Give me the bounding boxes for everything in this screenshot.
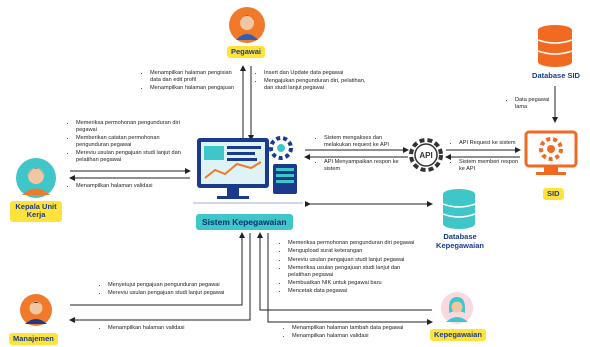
- arrow-manajemen-to-sistem: [70, 232, 245, 306]
- flow-item: API Menyampaikan respon ke sistem: [324, 159, 406, 173]
- flow-note-api-to-sid: API Request ke sistem: [451, 140, 521, 148]
- flow-item: Sistem mengakses dan melakukan request k…: [324, 135, 406, 149]
- flow-note-manajemen-to-sistem: Menyetujui pengajuan pengunduran pegawai…: [100, 282, 236, 299]
- flow-item: Memberikan catatan permohonan pengundura…: [76, 135, 192, 149]
- flow-note-kepala-to-sistem: Memeriksa permohonan pengunduran diri pe…: [68, 120, 192, 165]
- database-kepegawaian-label: Database Kepegawaian: [436, 232, 484, 250]
- flow-item: Insert dan Update data pegawai: [264, 70, 372, 77]
- flow-item: Mereviu usulan pengajuan studi lanjut da…: [76, 150, 192, 164]
- sistem-kepegawaian-label: Sistem Kepegawaian: [196, 214, 293, 230]
- sid-label: SID: [543, 188, 564, 201]
- flow-item: Memeriksa permohonan pengunduran diri pe…: [288, 240, 420, 247]
- pegawai-label: Pegawai: [227, 46, 266, 59]
- flow-item: Mengajukan pengunduran diri, pelatihan, …: [264, 78, 372, 92]
- arrow-sistem-to-manajemen: [69, 233, 251, 323]
- flow-note-api-to-sistem: API Menyampaikan respon ke sistem: [316, 159, 406, 174]
- flow-item: API Request ke sistem: [459, 140, 521, 147]
- flow-note-kepegawaian-to-sistem: Memeriksa permohonan pengunduran diri pe…: [280, 240, 420, 297]
- sid-system-icon: [524, 130, 578, 175]
- kepala-unit-kerja-avatar-icon: [16, 158, 56, 198]
- flow-note-sistem-to-manajemen: Menampilkan halaman validasi: [100, 325, 236, 333]
- flow-note-sistem-to-api: Sistem mengakses dan melakukan request k…: [316, 135, 406, 150]
- flow-note-sid-to-api: Sistem memberi respon ke API: [451, 159, 521, 174]
- flow-item: Menampilkan halaman pengisian data dan e…: [150, 70, 240, 84]
- database-sid-label: Database SID: [532, 71, 580, 80]
- flow-item: Data pegawai lama: [515, 97, 553, 111]
- flow-note-sistem-to-pegawai: Menampilkan halaman pengisian data dan e…: [142, 70, 240, 93]
- pegawai-avatar-icon: [229, 7, 265, 43]
- flow-item: Menampilkan halaman pengajuan: [150, 85, 240, 92]
- arrow-sistem-to-kepegawaian: [267, 233, 433, 325]
- kepala-unit-kerja-label: Kepala Unit Kerja: [10, 201, 62, 222]
- api-label: API: [419, 151, 432, 160]
- api-gear-icon: API: [409, 138, 443, 172]
- flow-item: Menampilkan halaman tambah data pegawai: [292, 325, 414, 332]
- flow-item: Menyetujui pengajuan pengunduran pegawai: [108, 282, 236, 289]
- flow-item: Menampilkan halaman validasi: [76, 183, 192, 190]
- flow-item: Menampilkan halaman validasi: [108, 325, 236, 332]
- manajemen-label: Manajemen: [9, 333, 58, 346]
- flow-item: Memeriksa usulan pengajuan studi lanjut …: [288, 265, 420, 279]
- flow-item: Menampilkan halaman validasi: [292, 333, 414, 340]
- flow-note-dbsid-to-sid: Data pegawai lama: [507, 97, 553, 112]
- database-sid-icon: [537, 25, 573, 67]
- flow-item: Membuatkan NIK untuk pegawai baru: [288, 280, 420, 287]
- flow-item: Mencetak data pegawai: [288, 288, 420, 295]
- flow-item: Memeriksa permohonan pengunduran diri pe…: [76, 120, 192, 134]
- flow-item: Mengupload surat keterangan: [288, 248, 420, 255]
- flow-item: Mereviu usulan pengajuan studi lanjut pe…: [288, 257, 420, 264]
- flow-note-pegawai-to-sistem: Insert dan Update data pegawai Mengajuka…: [256, 70, 372, 93]
- flow-note-sistem-to-kepegawaian: Menampilkan halaman tambah data pegawai …: [284, 325, 414, 342]
- manajemen-avatar-icon: [20, 294, 52, 326]
- flow-item: Sistem memberi respon ke API: [459, 159, 521, 173]
- sistem-kepegawaian-icon: [193, 136, 303, 204]
- database-kepegawaian-icon: [442, 189, 476, 229]
- flow-item: Mereviu usulan pengajuan studi lanjut pe…: [108, 290, 236, 297]
- kepegawaian-label: Kepegawaian: [430, 329, 486, 342]
- kepegawaian-avatar-icon: [441, 292, 473, 324]
- arrow-kepegawaian-to-sistem: [257, 232, 432, 311]
- flow-note-sistem-to-kepala: Menampilkan halaman validasi: [68, 183, 192, 191]
